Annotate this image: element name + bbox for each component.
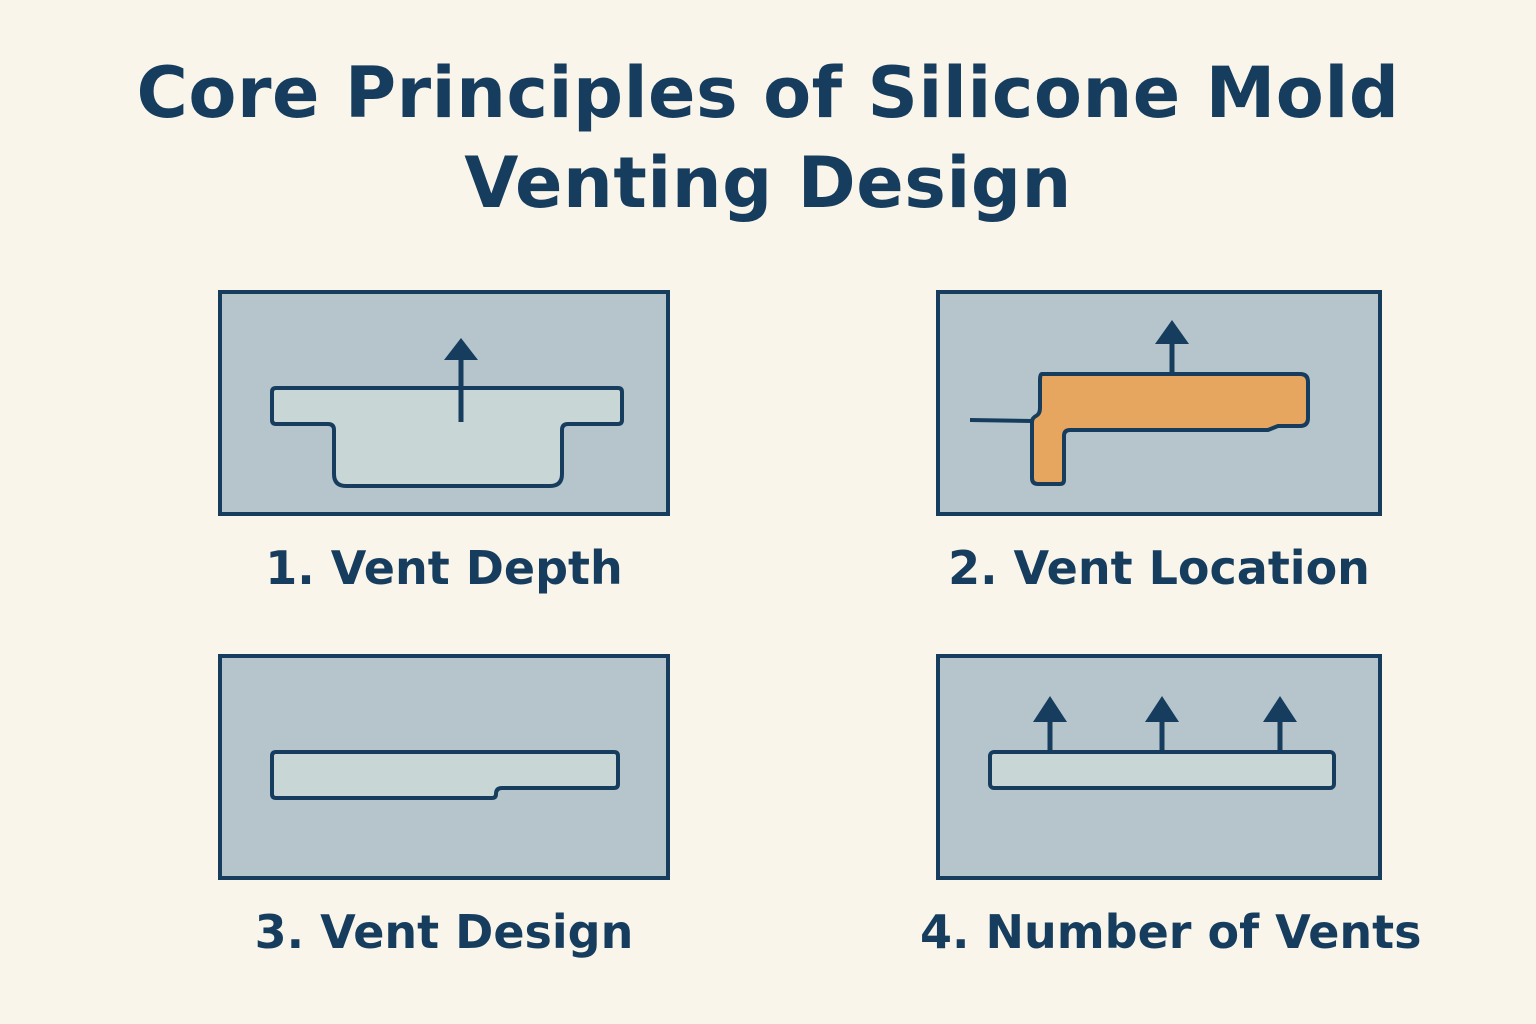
vent-design-panel (218, 654, 670, 880)
up-arrow-icon (1145, 696, 1179, 752)
vent-channel-line (969, 418, 1033, 423)
vent-location-diagram (969, 320, 1310, 486)
up-arrow-icon (444, 338, 478, 422)
highlighted-cavity (1030, 372, 1310, 486)
vent-depth-panel (218, 290, 670, 516)
vent-location-panel (936, 290, 1382, 516)
number-of-vents-diagram (988, 696, 1336, 790)
vent-design-diagram (270, 750, 620, 800)
mold-cavity (270, 386, 624, 488)
title-line-2: Venting Design (464, 142, 1072, 224)
vent-design-label: 3. Vent Design (254, 905, 634, 959)
mold-cavity-bar (988, 750, 1336, 790)
vent-depth-diagram (270, 338, 624, 488)
vent-depth-label: 1. Vent Depth (265, 541, 623, 595)
up-arrow-icon (1155, 320, 1189, 374)
up-arrow-icon (1263, 696, 1297, 752)
vent-slot (270, 750, 620, 800)
number-of-vents-label: 4. Number of Vents (920, 905, 1422, 959)
vent-location-label: 2. Vent Location (948, 541, 1370, 595)
title-line-1: Core Principles of Silicone Mold (136, 52, 1400, 134)
number-of-vents-panel (936, 654, 1382, 880)
page-title: Core Principles of Silicone Mold Venting… (0, 48, 1536, 228)
up-arrow-icon (1033, 696, 1067, 752)
